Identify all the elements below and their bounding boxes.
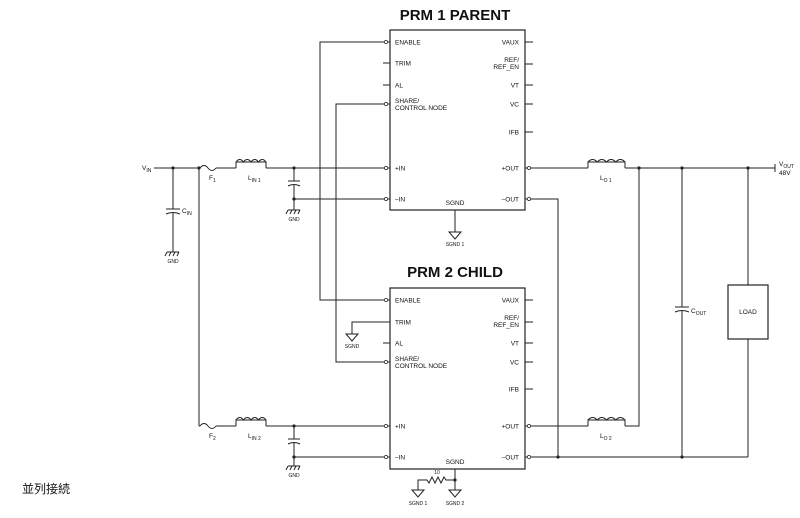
- enable-link-wire: [319, 41, 383, 301]
- prm2-resistor-label: 10: [434, 470, 440, 476]
- prm1-pin-al: AL: [395, 83, 403, 90]
- gnd-icon-2: [285, 465, 301, 471]
- inductor-lo1: [587, 159, 626, 168]
- gnd-label-2: GND: [288, 473, 300, 479]
- inductor-lo2: [587, 417, 626, 426]
- svg-text:LIN 2: LIN 2: [248, 433, 261, 442]
- svg-text:48V: 48V: [779, 170, 791, 177]
- prm2-pin-vc: VC: [510, 360, 519, 367]
- gnd-label-cin: GND: [167, 259, 179, 265]
- figure-caption: 並列接続: [22, 481, 70, 496]
- prm2-pin-ref: REF/: [504, 315, 519, 322]
- prm1-pin-plus-out: +OUT: [501, 166, 519, 173]
- prm2-pin-vaux: VAUX: [502, 298, 520, 305]
- vin-label: VIN: [142, 165, 152, 174]
- prm2-left-pins: ENABLE TRIM AL SHARE/ CONTROL NODE +IN –…: [383, 298, 448, 462]
- gnd-icon-cin: [164, 251, 180, 257]
- prm2-pin-minus-out: –OUT: [502, 455, 519, 462]
- prm1-left-pins: ENABLE TRIM AL SHARE/ CONTROL NODE +IN –…: [383, 40, 448, 204]
- prm1-pin-plus-in: +IN: [395, 166, 406, 173]
- prm1-pin-vaux: VAUX: [502, 40, 520, 47]
- prm2-title: PRM 2 CHILD: [407, 264, 503, 281]
- prm1-pin-vc: VC: [510, 102, 519, 109]
- inductor-lin1: [235, 159, 267, 168]
- prm1-pin-sgnd: SGND: [446, 200, 465, 207]
- cout-capacitor: [674, 310, 690, 313]
- prm2-pin-minus-in: –IN: [395, 455, 405, 462]
- prm2-pin-ref-en: REF_EN: [493, 322, 519, 329]
- load-block: [727, 284, 769, 340]
- load-label: LOAD: [739, 309, 757, 316]
- prm2-pin-share: SHARE/: [395, 356, 419, 363]
- vout-label: VOUT 48V: [779, 161, 794, 177]
- prm2-sgnd-resistor: [417, 475, 455, 490]
- inductor-lin2: [235, 417, 267, 426]
- prm2-pin-al: AL: [395, 341, 403, 348]
- prm1-pin-control-node: CONTROL NODE: [395, 105, 448, 112]
- share-link-wire: [335, 103, 383, 363]
- prm1-pin-ifb: IFB: [509, 130, 519, 137]
- svg-text:LIN 1: LIN 1: [248, 175, 261, 184]
- prm2-pin-plus-out: +OUT: [501, 424, 519, 431]
- fuse-f1: [199, 165, 217, 171]
- svg-text:F2: F2: [209, 433, 216, 442]
- prm1-pin-minus-out: –OUT: [502, 197, 519, 204]
- prm1-sgnd1-label: SGND 1: [446, 242, 465, 248]
- gnd-label-1: GND: [288, 217, 300, 223]
- prm2-right-pins: VAUX REF/ REF_EN VT VC IFB +OUT –OUT: [493, 298, 533, 462]
- cin-capacitor: [165, 212, 181, 215]
- prm2-pin-enable: ENABLE: [395, 298, 421, 305]
- prm2-pin-plus-in: +IN: [395, 424, 406, 431]
- svg-text:F1: F1: [209, 175, 216, 184]
- svg-text:CIN: CIN: [182, 208, 192, 217]
- prm2-pin-control-node: CONTROL NODE: [395, 363, 448, 370]
- prm1-block: [389, 29, 526, 211]
- prm1-pin-share: SHARE/: [395, 98, 419, 105]
- prm1-sgnd-ground-icon: [447, 231, 463, 240]
- prm1-pin-enable: ENABLE: [395, 40, 421, 47]
- prm2-sgnd1-ground-icon: [410, 489, 426, 498]
- prm2-trim-ground-icon: [344, 333, 360, 342]
- prm2-pin-vt: VT: [511, 341, 519, 348]
- prm1-pin-trim: TRIM: [395, 61, 411, 68]
- fuse-f2: [199, 423, 217, 429]
- gnd-icon-1: [285, 209, 301, 215]
- prm1-pin-vt: VT: [511, 83, 519, 90]
- prm1-pin-ref: REF/: [504, 57, 519, 64]
- input-capacitor-1: [287, 184, 301, 187]
- prm2-sgnd1-label: SGND 1: [409, 501, 428, 507]
- prm2-pin-ifb: IFB: [509, 387, 519, 394]
- prm2-sgnd2-label: SGND 2: [446, 501, 465, 507]
- prm1-title: PRM 1 PARENT: [400, 7, 511, 24]
- svg-text:LO 1: LO 1: [600, 175, 612, 184]
- prm2-pin-sgnd: SGND: [446, 459, 465, 466]
- svg-text:VOUT: VOUT: [779, 161, 794, 170]
- prm2-pin-trim: TRIM: [395, 320, 411, 327]
- prm2-block: [389, 287, 526, 470]
- prm1-pin-minus-in: –IN: [395, 197, 405, 204]
- prm1-minus-out-wire: [533, 198, 559, 457]
- svg-text:LO 2: LO 2: [600, 433, 612, 442]
- prm2-trim-sgnd-label: SGND: [345, 344, 360, 350]
- prm2-sgnd2-ground-icon: [447, 489, 463, 498]
- prm1-pin-ref-en: REF_EN: [493, 64, 519, 71]
- prm1-right-pins: VAUX REF/ REF_EN VT VC IFB +OUT –OUT: [493, 40, 533, 204]
- svg-text:COUT: COUT: [691, 308, 706, 317]
- svg-text:VIN: VIN: [142, 165, 152, 174]
- input-capacitor-2: [287, 442, 301, 445]
